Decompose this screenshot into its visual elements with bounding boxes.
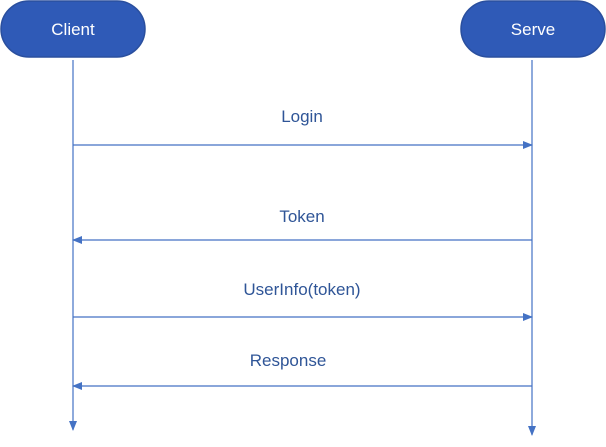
message-userinfo-label: UserInfo(token) bbox=[243, 280, 360, 299]
message-response: Response bbox=[72, 351, 532, 390]
participant-server: Serve bbox=[460, 0, 606, 58]
message-userinfo: UserInfo(token) bbox=[73, 280, 533, 321]
message-login-label: Login bbox=[281, 107, 323, 126]
message-token: Token bbox=[72, 207, 532, 244]
participant-client: Client bbox=[0, 0, 146, 58]
message-login: Login bbox=[73, 107, 533, 149]
participant-client-label: Client bbox=[51, 20, 95, 39]
message-response-label: Response bbox=[250, 351, 327, 370]
participant-server-label: Serve bbox=[511, 20, 555, 39]
message-token-label: Token bbox=[279, 207, 324, 226]
